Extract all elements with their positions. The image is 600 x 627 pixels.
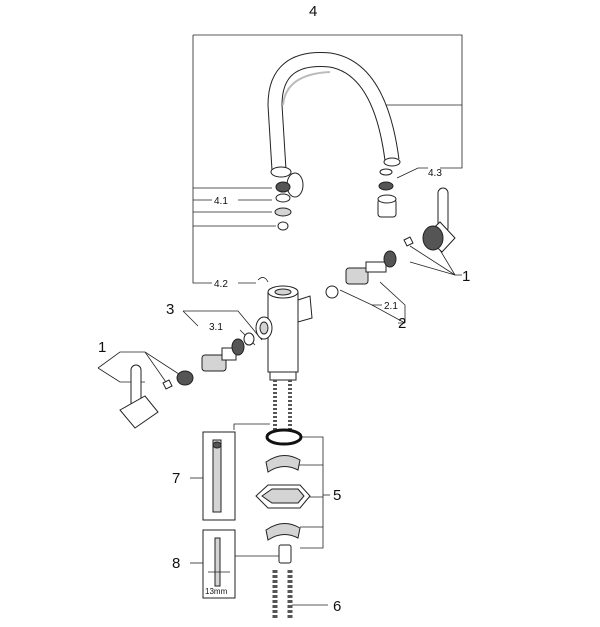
tool-box-7: [202, 431, 236, 521]
retaining-clip: [257, 277, 269, 283]
label-7: 7: [172, 470, 180, 487]
tap-body: [255, 285, 313, 430]
supply-hoses: [272, 570, 293, 620]
label-5: 5: [333, 487, 341, 504]
right-handle: [403, 187, 456, 253]
spout: [267, 52, 401, 198]
label-1-left: 1: [98, 339, 106, 356]
label-6: 6: [333, 598, 341, 615]
right-cartridge: [325, 250, 397, 299]
left-handle: [119, 364, 194, 429]
left-cartridge: [201, 332, 255, 372]
label-4: 4: [309, 3, 317, 20]
label-8: 8: [172, 555, 180, 572]
label-4-2: 4.2: [214, 279, 228, 290]
label-2: 2: [398, 315, 406, 332]
label-4-3: 4.3: [428, 168, 442, 179]
label-1-right: 1: [462, 268, 470, 285]
leader-lines: [97, 34, 463, 606]
label-3-1: 3.1: [209, 322, 223, 333]
tool-box-8: [202, 529, 236, 599]
mounting-set: [255, 428, 311, 564]
label-4-1: 4.1: [214, 196, 228, 207]
aerator: [377, 168, 397, 218]
tool-size-label: 13mm: [205, 587, 228, 596]
label-2-1: 2.1: [384, 301, 398, 312]
label-3: 3: [166, 301, 174, 318]
callout-labels: 4 4.1 4.2 4.3 1 2.1 2 3 3.1 1 5 6 7 8 13…: [98, 3, 470, 615]
spout-seal-rings: [274, 181, 292, 231]
